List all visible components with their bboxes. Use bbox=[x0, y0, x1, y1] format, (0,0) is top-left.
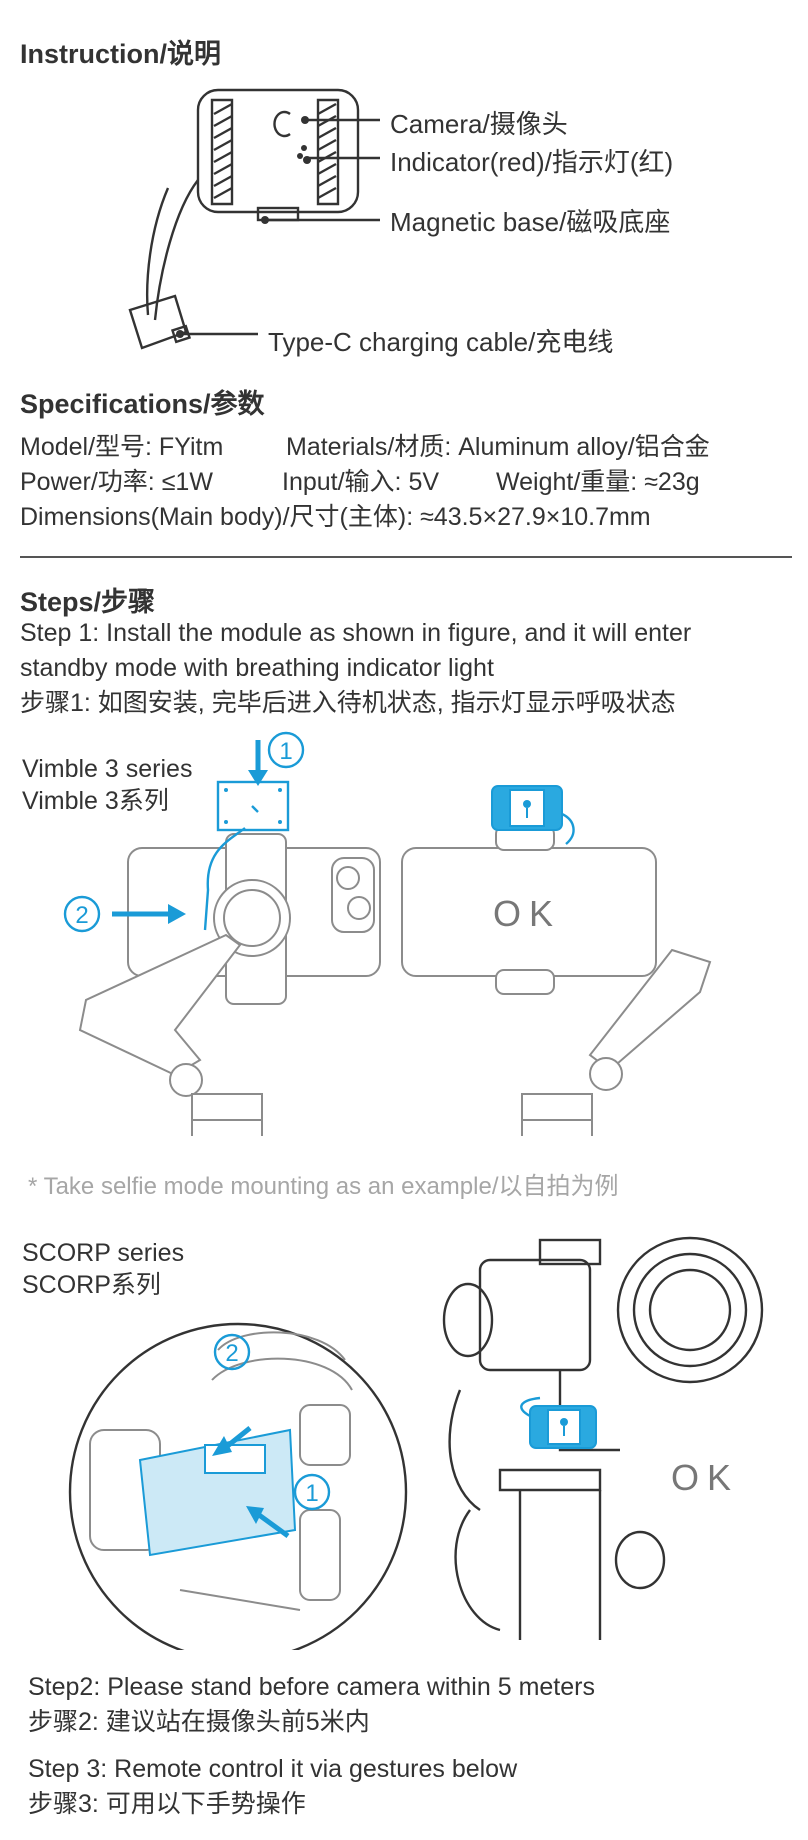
camera-module-illustration bbox=[128, 88, 360, 350]
module-diagram bbox=[128, 88, 380, 350]
step2-text-cn: 步骤2: 建议站在摄像头前5米内 bbox=[28, 1708, 370, 1736]
vimble-illustration: 1 2 OK bbox=[63, 731, 712, 1136]
step1-text-cn: 步骤1: 如图安装, 完毕后进入待机状态, 指示灯显示呼吸状态 bbox=[20, 689, 676, 717]
step3-text-en: Step 3: Remote control it via gestures b… bbox=[28, 1755, 518, 1783]
spec-power: Power/功率: ≤1W bbox=[20, 468, 213, 496]
vimble-label-cn: Vimble 3系列 bbox=[22, 787, 169, 815]
step-number-2-icon bbox=[63, 895, 101, 933]
scorp-label-cn: SCORP系列 bbox=[22, 1271, 161, 1299]
spec-input: Input/输入: 5V bbox=[282, 468, 440, 496]
step1-text-en-b: standby mode with breathing indicator li… bbox=[20, 654, 494, 682]
scorp-illustration: 2 1 OK bbox=[68, 1236, 764, 1650]
vimble-label-en: Vimble 3 series bbox=[22, 755, 193, 783]
ok-label: OK bbox=[493, 893, 561, 934]
spec-materials: Materials/材质: Aluminum alloy/铝合金 bbox=[286, 433, 710, 461]
spec-model: Model/型号: FYitm bbox=[20, 433, 224, 461]
vimble-left-gimbal: 1 2 bbox=[63, 731, 381, 1136]
steps-heading: Steps/步骤 bbox=[20, 587, 156, 617]
svg-text:1: 1 bbox=[279, 738, 292, 765]
magnetic-base-label: Magnetic base/磁吸底座 bbox=[390, 207, 671, 237]
selfie-note: * Take selfie mode mounting as an exampl… bbox=[28, 1173, 619, 1200]
scorp-closeup: 2 1 bbox=[68, 1322, 408, 1650]
arrow-right-icon bbox=[168, 904, 186, 924]
instruction-heading: Instruction/说明 bbox=[20, 39, 221, 69]
step3-text-cn: 步骤3: 可用以下手势操作 bbox=[28, 1790, 306, 1818]
arrow-up-left-icon bbox=[246, 1506, 264, 1524]
scorp-step-number-1-icon bbox=[293, 1473, 331, 1511]
scorp-step-number-2-icon bbox=[213, 1333, 251, 1371]
specifications-heading: Specifications/参数 bbox=[20, 389, 265, 419]
arrow-down-icon bbox=[248, 770, 268, 786]
scorp-gimbal: OK bbox=[442, 1236, 764, 1640]
spec-dimensions: Dimensions(Main body)/尺寸(主体): ≈43.5×27.9… bbox=[20, 503, 651, 531]
step2-text-en: Step2: Please stand before camera within… bbox=[28, 1673, 595, 1701]
svg-text:1: 1 bbox=[305, 1480, 318, 1507]
scorp-label-en: SCORP series bbox=[22, 1239, 185, 1267]
spec-weight: Weight/重量: ≈23g bbox=[496, 468, 700, 496]
section-divider bbox=[20, 556, 792, 558]
step-number-1-icon bbox=[267, 731, 305, 769]
arrow-diag-icon bbox=[212, 1436, 232, 1456]
svg-text:2: 2 bbox=[225, 1340, 238, 1367]
scorp-ok-label: OK bbox=[671, 1457, 739, 1498]
svg-text:2: 2 bbox=[75, 902, 88, 929]
camera-label: Camera/摄像头 bbox=[390, 109, 568, 139]
vimble-right-gimbal: OK bbox=[401, 785, 712, 1136]
indicator-label: Indicator(red)/指示灯(红) bbox=[390, 147, 674, 177]
cable-label: Type-C charging cable/充电线 bbox=[268, 327, 614, 357]
step1-text-en-a: Step 1: Install the module as shown in f… bbox=[20, 619, 692, 647]
